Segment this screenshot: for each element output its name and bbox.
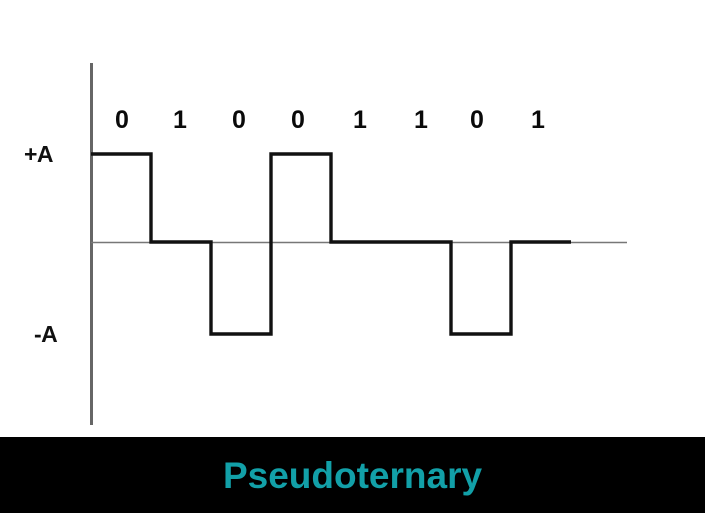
bit-label-5: 1 xyxy=(414,106,428,134)
bit-label-7: 1 xyxy=(531,106,545,134)
bit-label-1: 1 xyxy=(173,106,187,134)
bit-label-2: 0 xyxy=(232,106,246,134)
bit-label-4: 1 xyxy=(353,106,367,134)
signal-diagram xyxy=(90,63,627,425)
axis-label-positive-amplitude: +A xyxy=(24,141,54,167)
caption-bar: Pseudoternary xyxy=(0,437,705,513)
bit-label-3: 0 xyxy=(291,106,305,134)
bit-label-6: 0 xyxy=(470,106,484,134)
bit-label-0: 0 xyxy=(115,106,129,134)
caption-title: Pseudoternary xyxy=(222,454,483,496)
waveform-figure: +A -A 0 1 0 0 1 1 0 1 xyxy=(24,63,627,425)
axis-label-negative-amplitude: -A xyxy=(34,321,58,347)
signal-trace xyxy=(91,152,571,336)
